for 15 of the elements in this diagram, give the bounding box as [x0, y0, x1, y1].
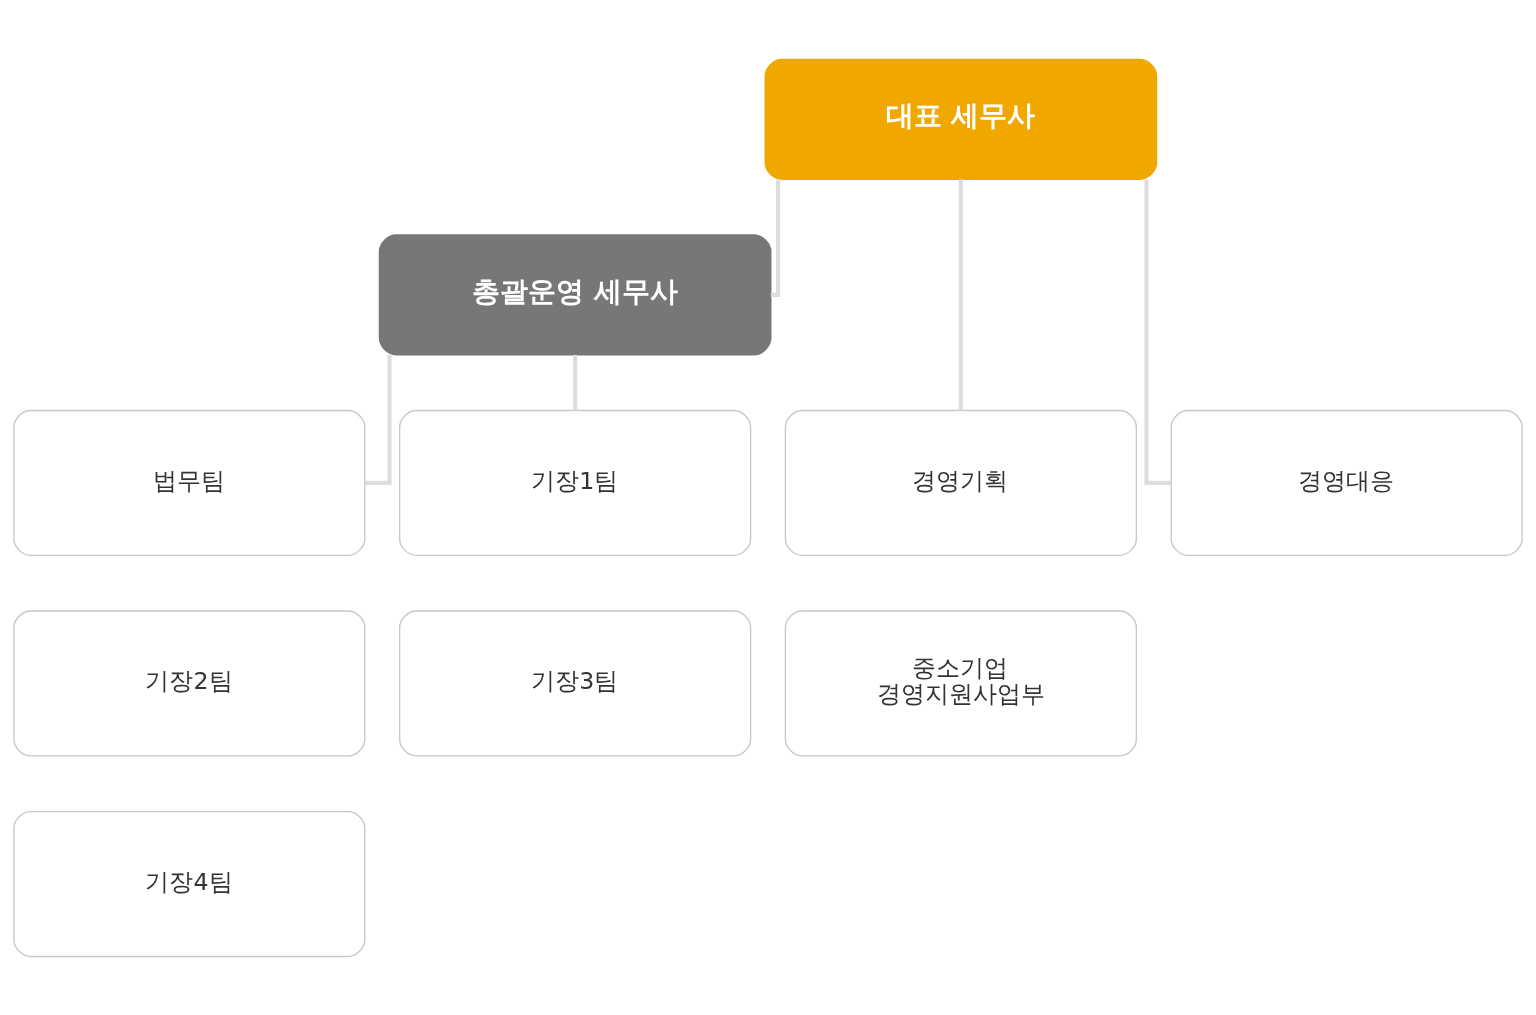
connector	[1144, 179, 1171, 485]
node-box: 기장1팀	[398, 409, 752, 556]
node-box: 총괄운영 세무사	[378, 233, 772, 355]
node-box: 기장3팀	[398, 609, 752, 757]
node-box: 경영대응	[1170, 409, 1523, 556]
node-box: 법무팀	[13, 409, 366, 556]
node-box: 중소기업 경영지원사업부	[784, 609, 1138, 757]
node-box: 기장4팀	[13, 810, 366, 957]
node-box: 대표 세무사	[764, 58, 1158, 180]
node-box: 경영기획	[784, 409, 1138, 556]
connector	[365, 354, 392, 485]
connector	[958, 179, 963, 410]
node-box: 기장2팀	[13, 609, 366, 757]
connector	[573, 354, 578, 410]
connector	[770, 178, 781, 297]
